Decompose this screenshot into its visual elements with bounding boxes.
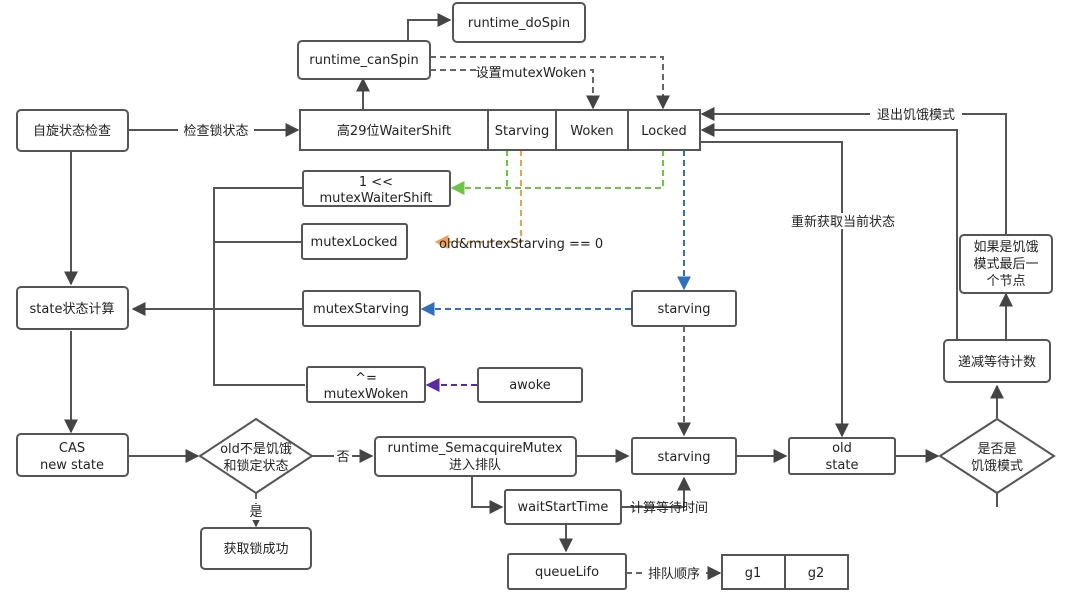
field-locked: Locked	[641, 124, 686, 139]
edges	[64, 13, 1013, 580]
node-spin-check: 自旋状态检查	[16, 109, 129, 152]
svg-text:runtime_canSpin: runtime_canSpin	[309, 53, 418, 68]
label-yes: 是	[249, 505, 262, 520]
field-starving: Starving	[495, 124, 549, 139]
edge-calc-wait	[621, 476, 691, 508]
node-state-calc: state状态计算	[16, 286, 129, 330]
label-exit-starving: 退出饥饿模式	[877, 108, 955, 123]
node-decrement: 递减等待计数	[943, 339, 1051, 383]
svg-text:new state: new state	[40, 458, 104, 473]
label-calc-wait: 计算等待时间	[630, 500, 708, 516]
node-mutex-locked: mutexLocked	[301, 223, 408, 260]
node-acquired: 获取锁成功	[200, 527, 312, 570]
edge-labels: 检查锁状态 设置mutexWoken old&mutexStarving == …	[178, 64, 962, 582]
svg-text:queueLifo: queueLifo	[535, 565, 599, 580]
svg-text:和锁定状态: 和锁定状态	[223, 458, 288, 474]
node-decision-not-starving: old不是饥饿 和锁定状态	[198, 417, 314, 495]
label-queue-order: 排队顺序	[648, 567, 700, 582]
edge-sema-to-wait	[471, 476, 504, 514]
node-wait-queue: g1 g2	[721, 554, 849, 590]
field-waiter-shift: 高29位WaiterShift	[337, 123, 451, 139]
svg-text:递减等待计数: 递减等待计数	[958, 354, 1036, 370]
svg-text:waitStartTime: waitStartTime	[518, 500, 609, 515]
svg-text:mutexStarving: mutexStarving	[313, 302, 409, 317]
node-wait-start-time: waitStartTime	[504, 489, 622, 525]
node-state-word: 高29位WaiterShift Starving Woken Locked	[299, 109, 701, 151]
svg-text:starving: starving	[658, 450, 711, 465]
svg-text:old: old	[832, 441, 852, 456]
node-runtime-canspin: runtime_canSpin	[297, 40, 431, 80]
node-mutex-starving: mutexStarving	[302, 290, 421, 327]
edge-exit-starving	[700, 107, 1007, 235]
label-refresh-state: 重新获取当前状态	[791, 214, 895, 230]
svg-text:是否是: 是否是	[977, 442, 1016, 457]
svg-text:^=: ^=	[355, 371, 377, 386]
node-decision-starving-mode: 是否是 饥饿模式	[938, 417, 1056, 495]
node-old-state: old state	[788, 437, 896, 475]
node-starving-mid: starving	[631, 290, 737, 327]
svg-text:awoke: awoke	[509, 378, 551, 393]
node-cas: CAS new state	[16, 433, 129, 477]
node-starving-low: starving	[631, 437, 737, 475]
node-last-node: 如果是饥饿 模式最后一 个节点	[959, 234, 1053, 294]
svg-text:饥饿模式: 饥饿模式	[971, 459, 1023, 474]
node-xor-mutex-woken: ^= mutexWoken	[306, 366, 426, 403]
node-runtime-dospin: runtime_doSpin	[452, 2, 586, 43]
svg-text:mutexWaiterShift: mutexWaiterShift	[319, 191, 432, 206]
edge-canspin-locked	[430, 56, 670, 110]
svg-text:1 <<: 1 <<	[359, 175, 393, 190]
edge-operand-bracket	[213, 187, 305, 386]
svg-text:runtime_SemacquireMutex: runtime_SemacquireMutex	[388, 441, 563, 456]
edge-decrement-back	[700, 123, 958, 340]
svg-text:个节点: 个节点	[986, 274, 1025, 289]
svg-text:mutexWoken: mutexWoken	[324, 387, 409, 402]
svg-text:runtime_doSpin: runtime_doSpin	[468, 16, 570, 31]
svg-text:模式最后一: 模式最后一	[973, 257, 1038, 272]
queue-g1: g1	[745, 566, 762, 581]
edge-orange-starving	[434, 150, 522, 249]
label-check-lock: 检查锁状态	[183, 123, 248, 139]
edge-refresh-state	[700, 141, 849, 438]
svg-text:如果是饥饿: 如果是饥饿	[973, 239, 1038, 255]
edge-green-locked	[450, 150, 664, 195]
svg-text:starving: starving	[658, 302, 711, 317]
svg-text:获取锁成功: 获取锁成功	[223, 541, 288, 557]
svg-text:old不是饥饿: old不是饥饿	[220, 442, 292, 457]
node-queue-lifo: queueLifo	[507, 553, 627, 590]
label-set-woken: 设置mutexWoken	[476, 66, 587, 81]
svg-text:state: state	[826, 458, 859, 473]
svg-text:进入排队: 进入排队	[449, 458, 501, 473]
field-woken: Woken	[570, 124, 613, 139]
svg-text:自旋状态检查: 自旋状态检查	[33, 124, 111, 139]
svg-text:state状态计算: state状态计算	[30, 302, 115, 317]
edge-to-dospin	[407, 13, 452, 41]
queue-g2: g2	[808, 566, 825, 581]
label-starving-cond: old&mutexStarving == 0	[439, 237, 603, 252]
label-no: 否	[336, 450, 349, 465]
svg-text:mutexLocked: mutexLocked	[311, 235, 398, 250]
svg-text:CAS: CAS	[59, 441, 85, 456]
node-waiter-shift-expr: 1 << mutexWaiterShift	[302, 170, 451, 207]
node-awoke: awoke	[477, 367, 583, 403]
node-semacquire: runtime_SemacquireMutex 进入排队	[374, 436, 577, 477]
